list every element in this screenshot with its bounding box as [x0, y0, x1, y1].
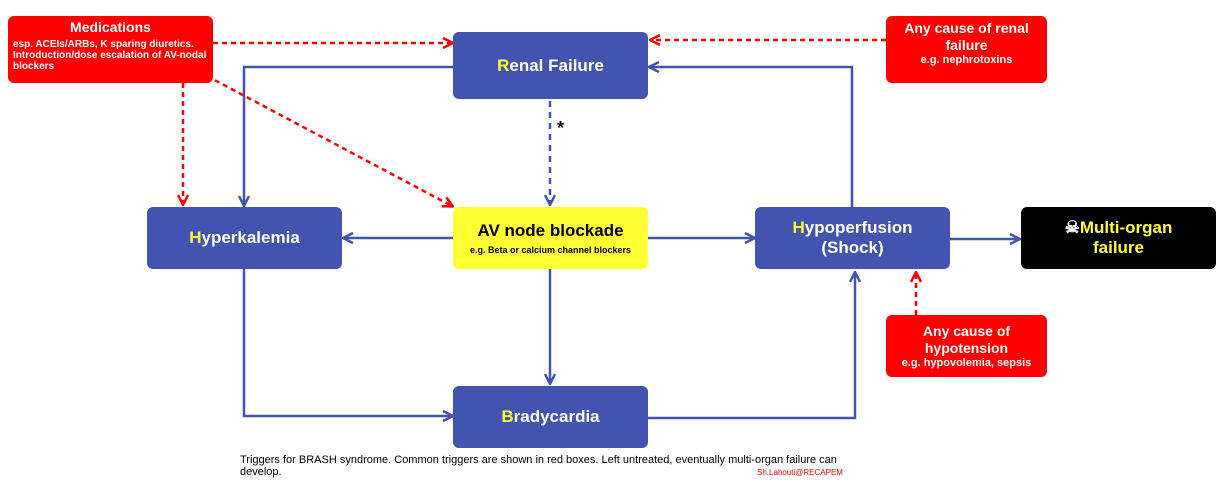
- star-annotation: *: [557, 118, 565, 138]
- node-hypoperfusion-line2: (Shock): [821, 238, 884, 257]
- node-multi-organ-failure: ☠Multi-organ failure: [1021, 207, 1216, 269]
- node-renal-failure: Renal Failure: [453, 32, 648, 99]
- node-hyperkalemia-label: Hyperkalemia: [189, 228, 300, 247]
- trigger-medications: Medications esp. ACEIs/ARBs, K sparing d…: [8, 16, 213, 83]
- arrow-hyperkalemia-to-bradycardia: [242, 269, 452, 416]
- node-av-node-subtitle: e.g. Beta or calcium channel blockers: [469, 245, 632, 255]
- node-multi-organ-line2: failure: [1092, 238, 1145, 257]
- node-multi-organ-line1: ☠Multi-organ: [1064, 218, 1173, 237]
- trigger-renal-cause: Any cause of renal failure e.g. nephroto…: [886, 16, 1047, 83]
- node-hyperkalemia: Hyperkalemia: [147, 207, 342, 269]
- node-hypoperfusion-line1: Hypoperfusion: [792, 218, 913, 237]
- trigger-hypotension-title: Any cause of hypotension: [922, 322, 1011, 356]
- trigger-medications-title: Medications: [70, 19, 151, 35]
- trigger-hypotension-detail: e.g. hypovolemia, sepsis: [901, 356, 1032, 369]
- node-av-node-blockade: AV node blockade e.g. Beta or calcium ch…: [453, 207, 648, 269]
- node-renal-failure-label: Renal Failure: [497, 55, 604, 75]
- arrow-medications-to-av-node: [206, 74, 452, 206]
- arrow-hypoperfusion-to-renal: [650, 67, 854, 207]
- trigger-renal-cause-title: Any cause of renal failure: [904, 20, 1029, 53]
- node-bradycardia: Bradycardia: [453, 386, 648, 448]
- node-bradycardia-label: Bradycardia: [501, 407, 600, 426]
- credit-line: Sh.Lahouti@RECAPEM: [757, 468, 843, 477]
- node-hypoperfusion: Hypoperfusion (Shock): [755, 207, 950, 269]
- skull-crossbones-icon: ☠: [1064, 218, 1080, 237]
- trigger-hypotension-cause: Any cause of hypotension e.g. hypovolemi…: [886, 315, 1047, 377]
- trigger-renal-cause-detail: e.g. nephrotoxins: [920, 54, 1013, 66]
- arrow-renal-to-hyperkalemia: [244, 65, 453, 205]
- arrow-bradycardia-to-hypoperfusion: [648, 273, 855, 420]
- trigger-medications-detail: esp. ACEIs/ARBs, K sparing diuretics. In…: [13, 39, 207, 72]
- node-av-node-title: AV node blockade: [477, 221, 624, 240]
- figure-caption: Triggers for BRASH syndrome. Common trig…: [240, 454, 837, 478]
